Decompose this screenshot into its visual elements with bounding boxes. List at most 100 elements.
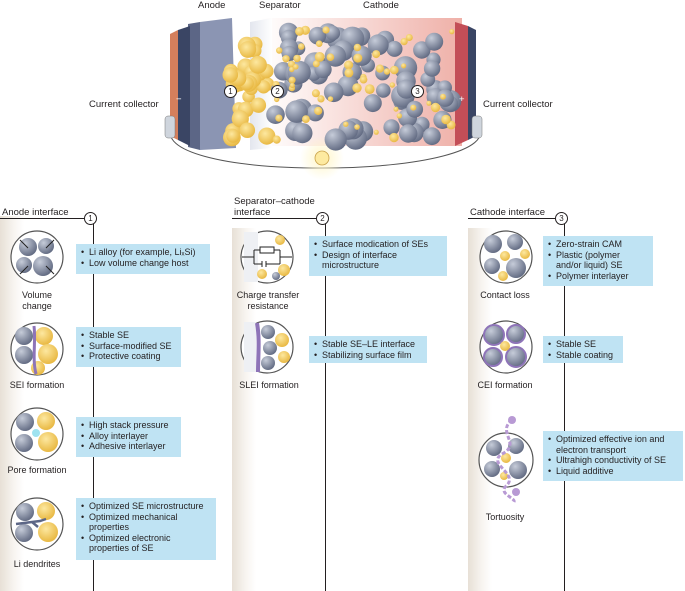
electrolyte-particle [311,89,320,98]
cathode-active-particle [367,34,389,56]
column-title: Anode interface [2,207,69,218]
solution-box: High stack pressureAlloy interlayerAdhes… [76,417,181,457]
caption-slei-formation: SLEI formation [239,380,299,390]
electrolyte-particle [401,63,407,69]
solution-box: Surface modication of SEsDesign of inter… [309,236,447,276]
anode-plate [200,18,236,150]
column-title: Cathode interface [470,207,545,218]
electrolyte-particle [344,68,354,78]
cathode-active-particle [324,128,347,151]
pore-formation-illustration [10,407,64,461]
cei-formation-illustration [479,320,533,374]
volume-change-illustration [10,230,64,284]
cathode-active-particle [292,123,313,144]
electrolyte-particle [383,68,391,75]
electrolyte-particle [393,106,399,112]
slei-formation-illustration [240,320,294,374]
electrolyte-particle [389,82,395,88]
cathode-active-particle [308,26,327,45]
electrolyte-particle [354,124,360,130]
solid-electrolyte-particle [249,55,267,74]
caption-contact-loss: Contact loss [480,290,530,300]
ion-plus-icon [512,488,520,496]
cathode-active-particle [386,40,403,57]
electrolyte-particle [312,60,320,68]
electrolyte-particle [298,43,305,50]
electrolyte-particle [289,82,295,88]
right-current-collector [455,22,468,146]
marker-2: 2 [271,85,284,98]
ion-plus-icon [508,416,516,424]
electrolyte-particle [375,64,384,73]
cathode-active-particle [383,119,400,136]
solid-electrolyte-particle [239,41,257,58]
electrolyte-particle [343,121,349,127]
solution-box: Optimized SE microstructureOptimized mec… [76,498,216,560]
cathode-active-particle [423,60,441,77]
electrolyte-particle [302,115,310,123]
electrolyte-particle [293,64,299,70]
solid-electrolyte-particle [222,67,239,83]
electrolyte-particle [344,60,354,70]
electrolyte-particle [327,96,334,102]
electrolyte-particle [359,75,368,84]
cathode-active-particle [266,105,285,124]
electrolyte-particle [400,38,408,46]
solid-electrolyte-particle [256,80,271,94]
solution-box: Zero-strain CAMPlastic (polymer and/or l… [543,236,653,286]
cathode-active-particle [425,32,444,51]
electrolyte-particle [449,29,455,35]
electrolyte-particle [293,54,301,63]
electrolyte-particle [315,40,323,47]
electrolyte-particle [314,52,325,62]
solution-box: Stable SE–LE interfaceStabilizing surfac… [309,336,427,363]
cathode-active-particle [323,82,344,103]
caption-sei-formation: SEI formation [9,380,65,390]
electrolyte-particle [288,76,296,84]
electrolyte-particle [274,96,280,103]
column-title: Separator–cathode interface [234,196,315,218]
plus-sign: + [459,94,465,105]
electrolyte-particle [326,53,335,61]
electrolyte-particle [410,104,417,111]
electrolyte-particle [390,65,399,75]
li-dendrites-illustration [10,497,64,551]
cathode-active-particle [285,100,308,123]
electrolyte-particle [322,26,330,34]
caption-pore-formation: Pore formation [7,465,67,475]
electrolyte-particle [314,106,323,115]
cathode-active-particle [399,124,418,143]
solution-box: Li alloy (for example, LiₓSi)Low volume … [76,244,210,274]
battery-schematic: Anode Separator Cathode [0,0,685,180]
electrolyte-particle [275,114,283,122]
charge-transfer-illustration [240,230,294,284]
electrolyte-particle [405,34,413,41]
marker-1: 1 [224,85,237,98]
column-number: 3 [555,212,568,225]
electrolyte-particle [426,100,432,106]
caption-li-dendrites: Li dendrites [13,559,61,569]
caption-cei-formation: CEI formation [477,380,533,390]
column-number: 1 [84,212,97,225]
left-current-collector [178,26,190,146]
electrolyte-particle [353,53,363,63]
marker-3: 3 [411,85,424,98]
solid-electrolyte-particle [226,129,240,143]
caption-tortuosity: Tortuosity [485,512,525,522]
electrolyte-particle [430,102,441,113]
electrolyte-particle [396,113,402,119]
caption-volume-change: Volume change [21,290,53,311]
electrolyte-particle [441,114,451,125]
electrolyte-particle [364,84,375,94]
solid-electrolyte-particle [239,122,256,138]
electrolyte-particle [353,43,362,52]
cathode-active-particle [376,83,391,98]
cathode-active-particle [423,127,441,146]
cathode-active-particle [363,94,382,113]
minus-sign: − [176,94,182,105]
anode-label: Anode [198,0,226,11]
battery-drawing [164,18,483,180]
solid-electrolyte-particle [258,127,276,145]
solid-electrolyte-particle [250,97,267,113]
electrolyte-particle [272,135,281,144]
